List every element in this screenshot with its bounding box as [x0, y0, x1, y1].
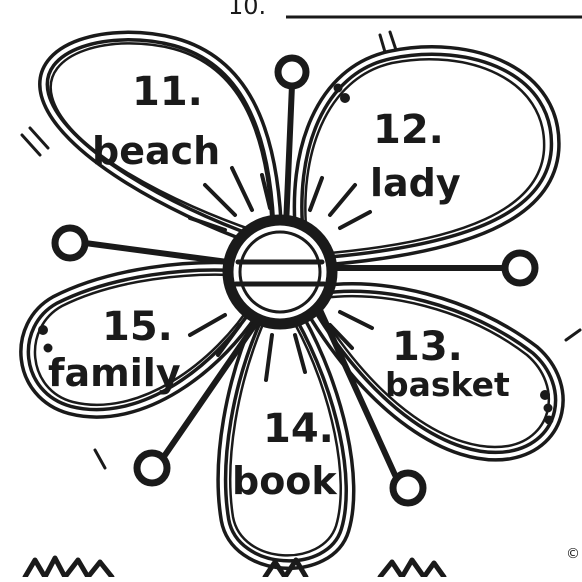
petal-15-number: 15.	[102, 304, 173, 350]
petal-12: 12. lady	[370, 107, 461, 205]
petal-13: 13. basket	[385, 324, 510, 404]
petal-14-word: book	[232, 459, 337, 503]
flower-center	[228, 220, 332, 324]
petal-14-number: 14.	[263, 406, 334, 452]
petal-11-number: 11.	[132, 69, 203, 115]
header-item-10: 10.	[228, 0, 582, 20]
petal-14: 14. book	[232, 406, 337, 503]
grass-strip	[25, 558, 444, 577]
petal-13-number: 13.	[392, 324, 463, 370]
petal-12-word: lady	[370, 161, 461, 205]
copyright-mark: ©	[566, 546, 580, 562]
petal-12-outline	[298, 51, 555, 262]
petal-12-number: 12.	[373, 107, 444, 153]
petal-11-word: beach	[92, 129, 220, 173]
petal-15-word: family	[48, 351, 181, 395]
petal-13-word: basket	[385, 365, 510, 404]
petal-11: 11. beach	[92, 69, 220, 173]
header-item-number: 10.	[228, 0, 266, 20]
petal-15: 15. family	[48, 304, 181, 395]
